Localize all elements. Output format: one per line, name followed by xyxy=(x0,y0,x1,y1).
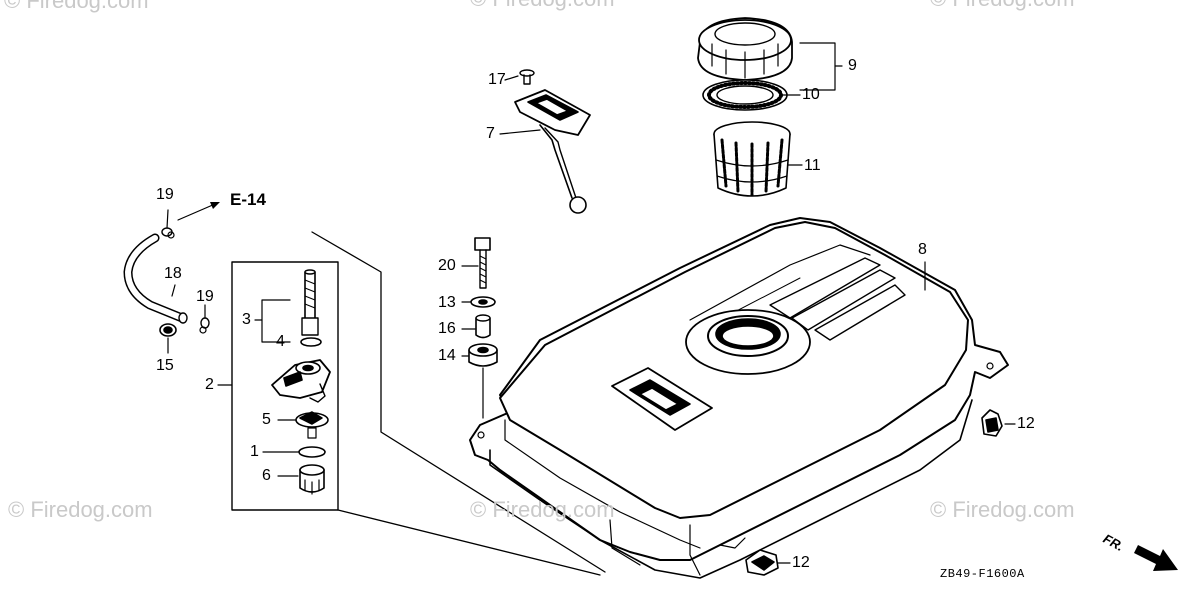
callout-19-lower[interactable]: 19 xyxy=(196,288,214,305)
fuel-filler-strainer[interactable] xyxy=(713,121,791,197)
callout-2[interactable]: 2 xyxy=(205,376,214,393)
fuel-tube[interactable] xyxy=(123,233,188,324)
tube-holder[interactable] xyxy=(159,323,177,337)
watermark-top-left: © Firedog.com xyxy=(4,0,149,13)
tank-grommet-bottom[interactable] xyxy=(745,549,779,576)
callout-4[interactable]: 4 xyxy=(276,333,285,350)
mounting-bolt[interactable] xyxy=(474,237,491,289)
callout-12-bottom[interactable]: 12 xyxy=(792,554,810,571)
callout-20[interactable]: 20 xyxy=(438,257,456,274)
washer[interactable] xyxy=(470,296,496,308)
leader-lines xyxy=(166,42,1016,564)
tank-grommet-right[interactable] xyxy=(981,409,1003,437)
rubber-mount[interactable] xyxy=(468,343,498,367)
o-ring-1[interactable] xyxy=(298,446,326,458)
callout-11[interactable]: 11 xyxy=(804,157,821,174)
watermark-bottom-center: © Firedog.com xyxy=(470,497,615,522)
callout-17[interactable]: 17 xyxy=(488,71,506,88)
watermark-top-center: © Firedog.com xyxy=(470,0,615,12)
watermark-bottom-left: © Firedog.com xyxy=(8,497,153,522)
callout-1[interactable]: 1 xyxy=(250,443,259,460)
fuel-cap-gasket[interactable] xyxy=(702,79,788,111)
callout-9[interactable]: 9 xyxy=(848,57,857,74)
callout-10[interactable]: 10 xyxy=(802,86,820,103)
reference-arrow xyxy=(177,202,220,221)
callout-18[interactable]: 18 xyxy=(164,265,182,282)
gauge-screw[interactable] xyxy=(519,69,535,85)
callout-3[interactable]: 3 xyxy=(242,311,251,328)
assembly-guide-lines xyxy=(311,231,606,576)
fuel-valve-body[interactable] xyxy=(271,359,331,403)
watermark-bottom-right: © Firedog.com xyxy=(930,497,1075,522)
valve-lever[interactable] xyxy=(295,411,329,439)
callout-19-upper[interactable]: 19 xyxy=(156,186,174,203)
callout-12-right[interactable]: 12 xyxy=(1017,415,1035,432)
callout-5[interactable]: 5 xyxy=(262,411,271,428)
fuel-cup[interactable] xyxy=(299,464,325,495)
o-ring-small[interactable] xyxy=(300,337,322,347)
collar[interactable] xyxy=(475,314,491,339)
callout-8[interactable]: 8 xyxy=(918,241,927,258)
front-direction-arrow xyxy=(1134,545,1178,571)
tube-clip-upper[interactable] xyxy=(161,227,175,239)
tube-clip-lower[interactable] xyxy=(199,317,210,334)
callout-16[interactable]: 16 xyxy=(438,320,456,337)
fuel-gauge[interactable] xyxy=(514,89,591,214)
fuel-tank[interactable] xyxy=(469,217,1009,579)
callout-6[interactable]: 6 xyxy=(262,467,271,484)
diagram-code: ZB49-F1600A xyxy=(940,567,1025,581)
callout-13[interactable]: 13 xyxy=(438,294,456,311)
watermark-top-right: © Firedog.com xyxy=(930,0,1075,12)
callout-14[interactable]: 14 xyxy=(438,347,456,364)
fuel-filter-cup-screen[interactable] xyxy=(301,269,319,336)
fuel-filler-cap[interactable] xyxy=(697,17,793,81)
reference-label[interactable]: E-14 xyxy=(230,190,266,209)
callout-7[interactable]: 7 xyxy=(486,125,495,142)
callout-15[interactable]: 15 xyxy=(156,357,174,374)
